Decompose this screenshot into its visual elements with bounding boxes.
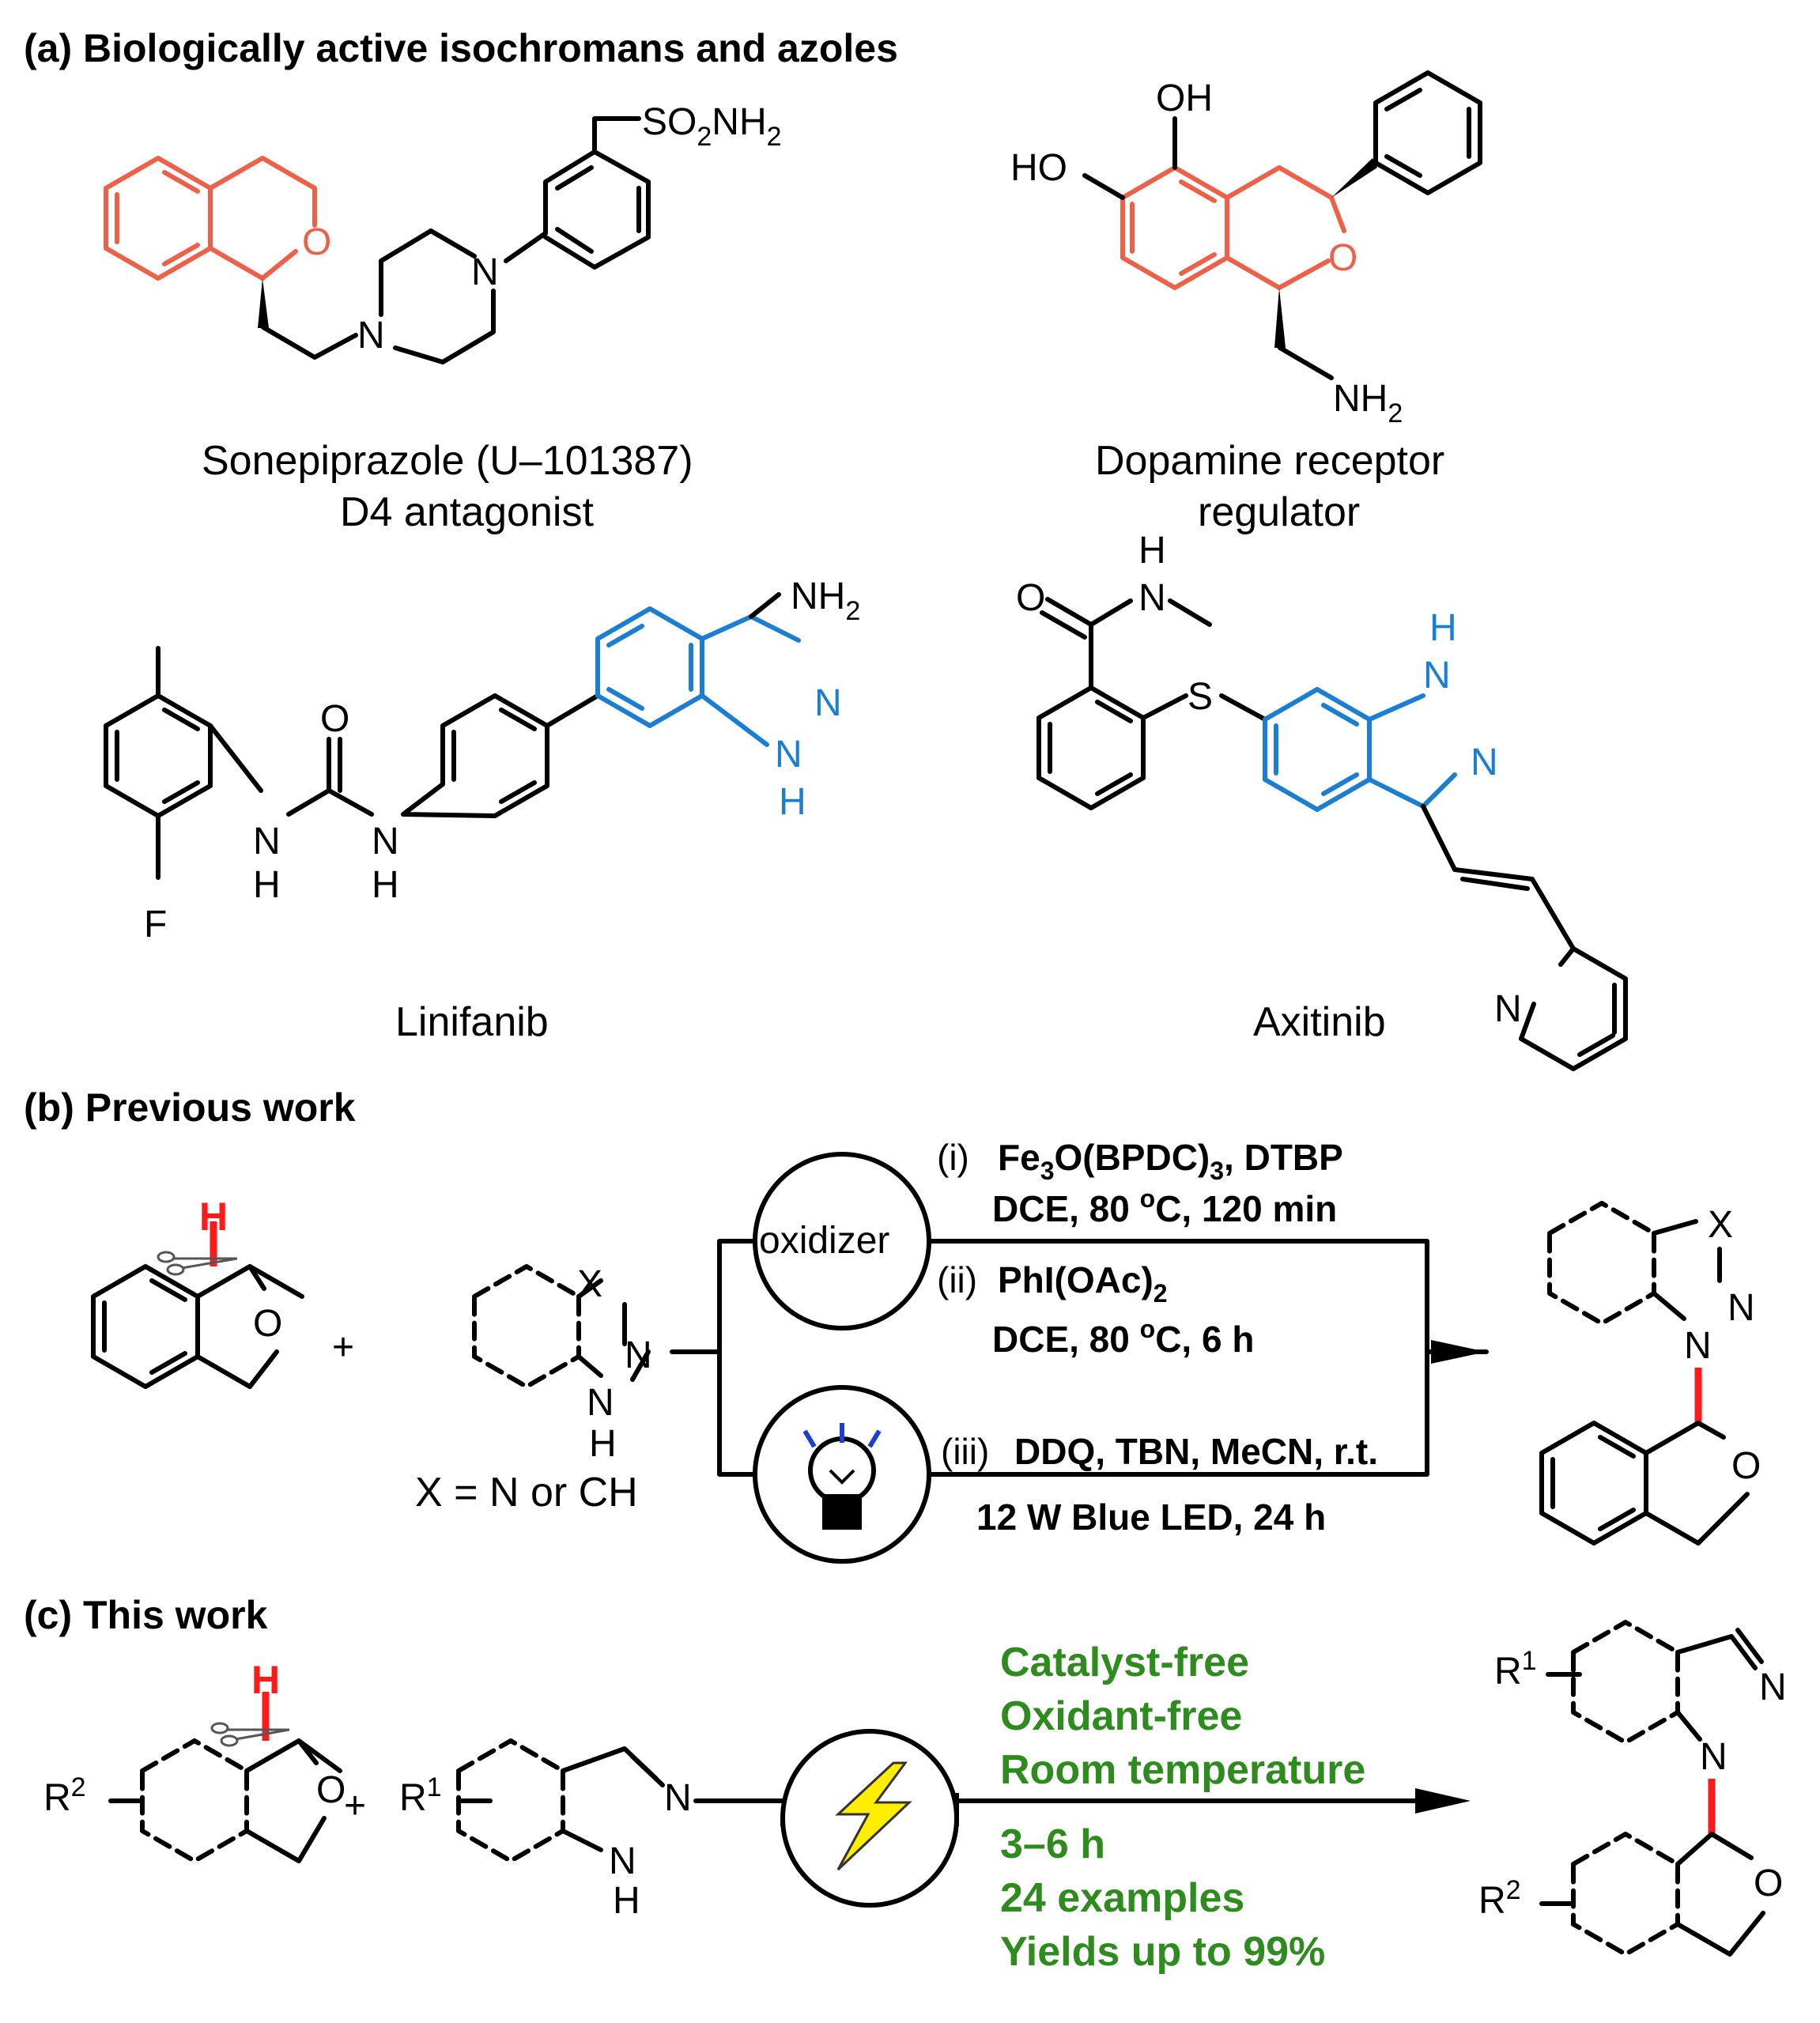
svg-text:X: X <box>1708 1204 1733 1246</box>
svg-text:NH2: NH2 <box>791 576 860 626</box>
svg-text:O: O <box>1754 1863 1783 1904</box>
svg-text:N: N <box>1727 1287 1755 1329</box>
svg-text:O: O <box>320 698 349 740</box>
svg-text:N: N <box>372 821 399 862</box>
svg-text:N: N <box>609 1840 636 1882</box>
svg-text:N: N <box>1471 742 1498 783</box>
svg-text:N: N <box>1759 1666 1787 1708</box>
svg-text:R2: R2 <box>1478 1875 1521 1922</box>
svg-text:N: N <box>814 682 842 724</box>
isochroman-reactant-b: O H <box>91 1195 304 1389</box>
svg-text:O: O <box>1731 1445 1761 1487</box>
product-b-structure: X N N O <box>1539 1201 1761 1546</box>
cond-i-line2: DCE, 80 oC, 120 min <box>992 1184 1337 1229</box>
svg-text:NH2: NH2 <box>1333 378 1403 428</box>
result-2: 24 examples <box>1000 1875 1244 1921</box>
svg-text:N: N <box>587 1382 614 1424</box>
lightning-bolt-icon <box>835 1761 912 1871</box>
sonepiprazole-structure: O N N SO2NH2 Sonepiprazole (U–101387) D4… <box>104 101 782 535</box>
cond-i-line1: Fe3O(BPDC)3, DTBP <box>998 1137 1343 1185</box>
svg-text:R1: R1 <box>1494 1646 1537 1693</box>
cond-i-num: (i) <box>937 1137 969 1178</box>
svg-text:N: N <box>1700 1736 1727 1778</box>
svg-text:N: N <box>1684 1325 1712 1367</box>
heading-a: (a) Biologically active isochromans and … <box>24 26 898 70</box>
svg-text:N: N <box>625 1334 652 1376</box>
result-3: Yields up to 99% <box>1000 1929 1325 1975</box>
svg-text:O: O <box>1328 237 1357 279</box>
cond-ii-line1: PhI(OAc)2 <box>998 1259 1168 1308</box>
sonepiprazole-caption-1: Sonepiprazole (U–101387) <box>202 438 693 484</box>
svg-text:H: H <box>1138 530 1166 572</box>
dopamine-regulator-structure: O OH HO NH2 Dopamine receptor regulator <box>1010 70 1482 535</box>
svg-text:N: N <box>471 251 499 293</box>
svg-text:H: H <box>1429 607 1457 649</box>
svg-text:O: O <box>253 1303 282 1345</box>
cond-iii-line2: 12 W Blue LED, 24 h <box>976 1496 1326 1538</box>
heading-b: (b) Previous work <box>24 1085 356 1130</box>
svg-text:N: N <box>1138 577 1166 619</box>
plus-c: + <box>344 1785 366 1827</box>
feature-2: Oxidant-free <box>1000 1693 1242 1739</box>
axitinib-caption: Axitinib <box>1253 999 1386 1045</box>
sonepiprazole-caption-2: D4 antagonist <box>340 489 594 535</box>
svg-text:N: N <box>775 734 802 776</box>
svg-text:OH: OH <box>1156 77 1213 119</box>
cond-ii-num: (ii) <box>937 1259 977 1300</box>
svg-text:N: N <box>1423 655 1451 696</box>
product-c-structure: R1 N N O R2 <box>1478 1620 1787 1957</box>
lightbulb-icon <box>802 1423 882 1530</box>
feature-1: Catalyst-free <box>1000 1640 1249 1685</box>
svg-text:SO2NH2: SO2NH2 <box>642 101 782 152</box>
svg-text:X: X <box>577 1263 602 1305</box>
svg-text:H: H <box>251 1658 280 1702</box>
svg-text:F: F <box>144 904 167 945</box>
svg-text:R2: R2 <box>43 1772 86 1819</box>
dopamine-caption-1: Dopamine receptor <box>1095 438 1444 484</box>
svg-text:H: H <box>253 864 281 906</box>
cond-ii-line2: DCE, 80 oC, 6 h <box>992 1315 1254 1360</box>
svg-text:N: N <box>253 821 281 862</box>
axitinib-structure: O N H S N H N N Axitinib <box>1016 530 1628 1071</box>
feature-3: Room temperature <box>1000 1747 1365 1793</box>
x-note: X = N or CH <box>415 1470 638 1515</box>
svg-text:R1: R1 <box>399 1772 442 1819</box>
svg-text:O: O <box>316 1769 345 1811</box>
isochroman-reactant-c: O H R2 <box>43 1658 345 1863</box>
svg-text:O: O <box>302 221 331 263</box>
svg-text:H: H <box>199 1195 228 1239</box>
svg-text:H: H <box>779 781 806 823</box>
svg-text:S: S <box>1188 676 1213 718</box>
svg-text:H: H <box>372 864 399 906</box>
plus-b: + <box>332 1327 354 1368</box>
linifanib-caption: Linifanib <box>395 999 549 1045</box>
svg-text:HO: HO <box>1010 147 1067 189</box>
svg-text:N: N <box>357 315 385 357</box>
svg-text:N: N <box>664 1777 692 1819</box>
oxidizer-label: oxidizer <box>759 1220 889 1262</box>
cond-iii-num: (iii) <box>941 1431 989 1472</box>
indazole-reactant-c: R1 N N H <box>399 1738 692 1922</box>
cond-iii-line1: DDQ, TBN, MeCN, r.t. <box>1014 1431 1378 1472</box>
svg-text:H: H <box>589 1423 617 1465</box>
azole-reactant-b: X N N H X = N or CH <box>415 1263 652 1515</box>
dopamine-caption-2: regulator <box>1198 489 1360 535</box>
result-1: 3–6 h <box>1000 1821 1105 1867</box>
svg-text:H: H <box>613 1880 640 1922</box>
linifanib-structure: F N H O N H NH2 N N H Linifanib <box>104 576 860 1045</box>
svg-text:N: N <box>1494 988 1522 1030</box>
heading-c: (c) This work <box>24 1593 268 1637</box>
